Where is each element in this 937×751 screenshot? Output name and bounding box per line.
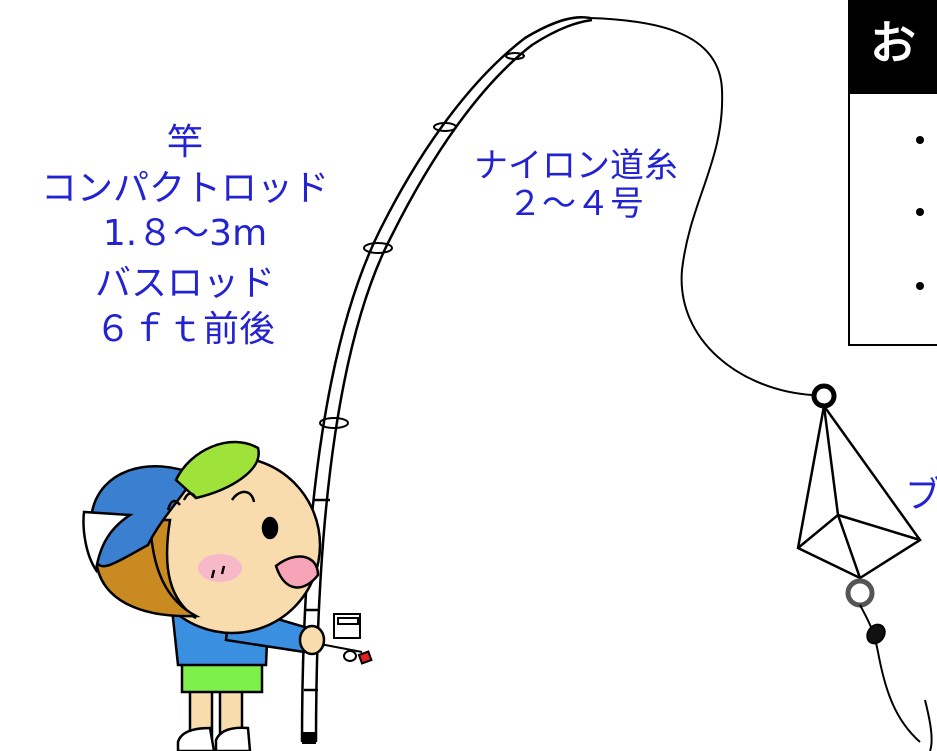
bass-rod-name: バスロッド	[94, 263, 275, 305]
swivel-ring	[811, 383, 837, 409]
compact-rod-name: コンパクトロッド	[40, 167, 329, 209]
child-character	[82, 440, 326, 751]
cut-off-label: ブ	[905, 475, 937, 516]
rod-title: 竿	[166, 122, 203, 163]
bullet-point	[916, 208, 924, 216]
line-size: ２〜４号	[508, 184, 644, 225]
leader-line	[859, 604, 921, 743]
bait-cage	[796, 402, 922, 580]
rod-guides	[319, 52, 525, 429]
rod-label: 竿 コンパクトロッド 1.８〜3m バスロッド ６ｆｔ前後	[0, 120, 370, 353]
lower-ring	[845, 578, 875, 608]
compact-rod-length: 1.８〜3m	[102, 213, 268, 255]
bullet-point	[916, 282, 924, 290]
line-label: ナイロン道糸 ２〜４号	[452, 147, 700, 223]
rod-butt-cap	[302, 732, 316, 744]
bass-rod-length: ６ｆｔ前後	[94, 308, 275, 350]
sinker-bead	[866, 623, 886, 645]
reel-icon	[319, 613, 373, 665]
info-box: お	[848, 0, 937, 346]
nylon-line	[589, 17, 813, 396]
line-name: ナイロン道糸	[474, 146, 678, 186]
bullet-point	[916, 136, 924, 144]
hook-icon	[924, 699, 933, 751]
info-box-title: お	[850, 0, 937, 94]
